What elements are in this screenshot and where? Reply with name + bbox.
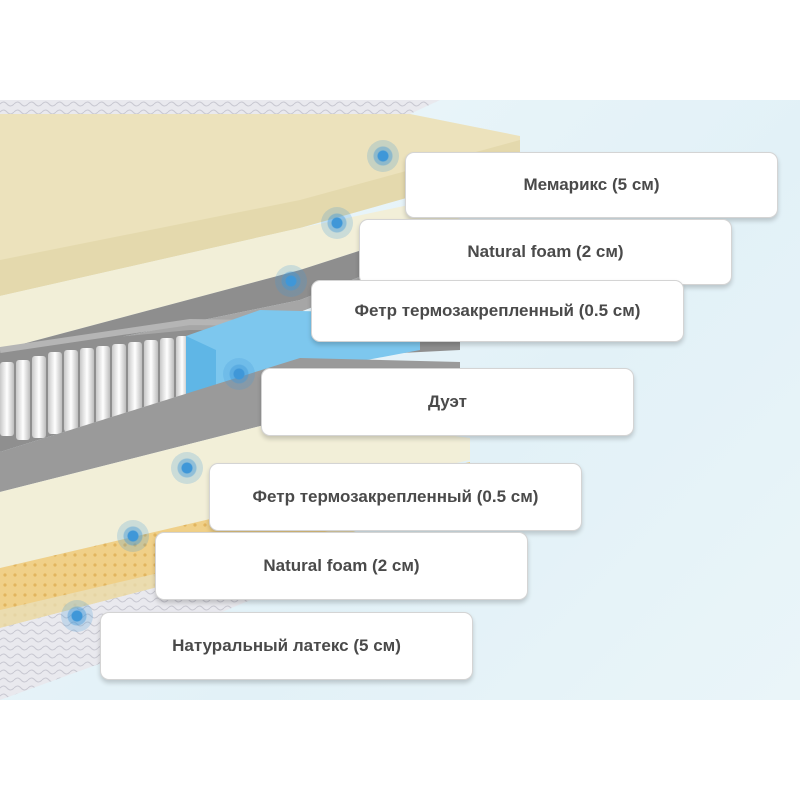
layer-marker-7 [61, 600, 93, 632]
pocket-springs [0, 336, 188, 440]
layer-marker-1 [367, 140, 399, 172]
layer-label-latex: Натуральный латекс (5 см) [100, 612, 473, 680]
layer-label-memorix: Мемарикс (5 см) [405, 152, 778, 218]
felt-top-layer [0, 220, 455, 362]
layer-marker-3 [275, 265, 307, 297]
mattress-illustration: Мемарикс (5 см) Natural foam (2 см) Фетр… [0, 100, 800, 700]
layer-label-natural-foam-bottom: Natural foam (2 см) [155, 532, 528, 600]
layer-label-felt-bottom: Фетр термозакрепленный (0.5 см) [209, 463, 582, 531]
layer-marker-5 [171, 452, 203, 484]
layer-label-felt-top: Фетр термозакрепленный (0.5 см) [311, 280, 684, 342]
layer-marker-6 [117, 520, 149, 552]
layer-label-natural-foam-top: Natural foam (2 см) [359, 219, 732, 285]
layer-label-duet: Дуэт [261, 368, 634, 436]
top-cover-edge [0, 100, 440, 114]
layer-marker-4 [223, 358, 255, 390]
natural-foam-top-layer [0, 192, 470, 350]
layer-marker-2 [321, 207, 353, 239]
